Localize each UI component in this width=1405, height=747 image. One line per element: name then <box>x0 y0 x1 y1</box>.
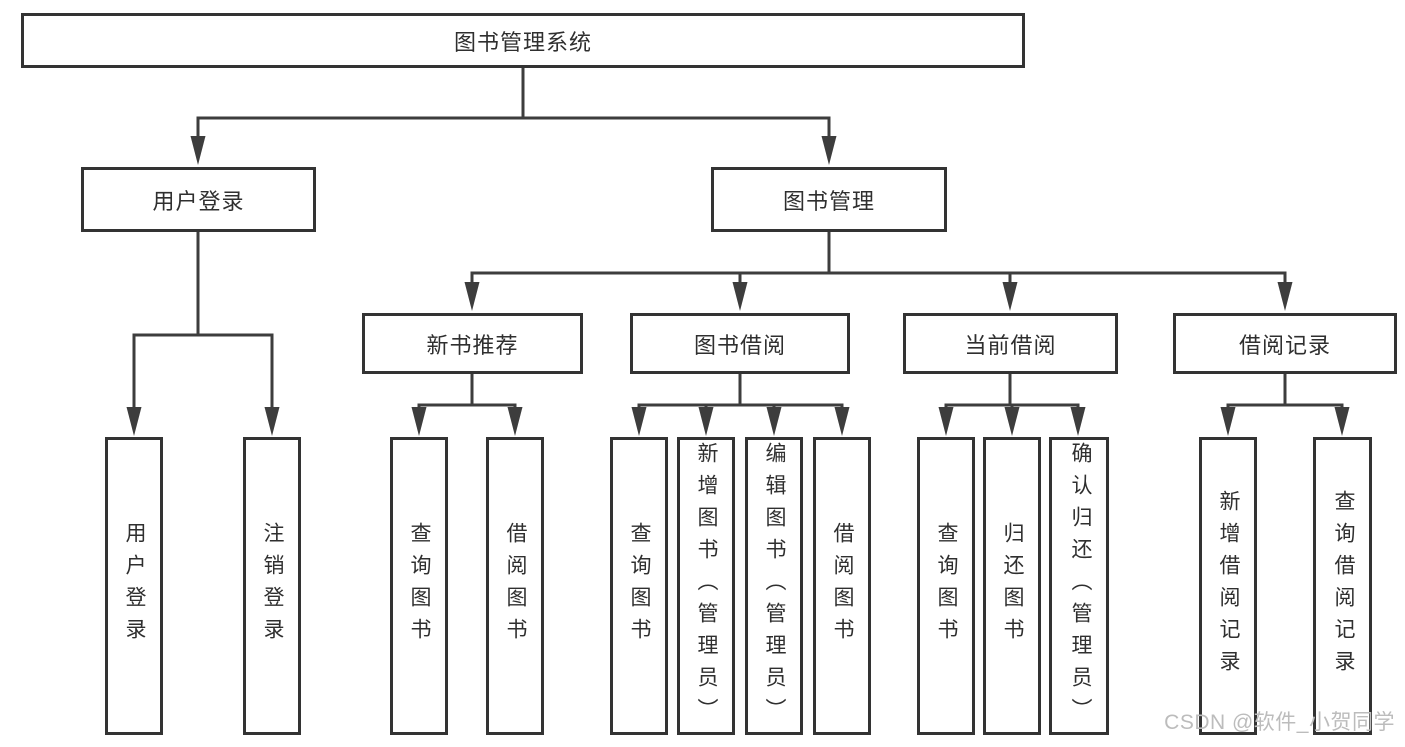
book-management-branch-line <box>470 232 1287 283</box>
arrowhead-icon <box>698 407 714 436</box>
leaf-query-book: 查询图书 <box>917 437 975 735</box>
leaf-edit-book-admin: 编辑图书（管理员） <box>745 437 803 735</box>
leaf-add-book-admin: 新增图书（管理员） <box>677 437 735 735</box>
arrowhead-icon <box>766 407 782 436</box>
node-borrow-records: 借阅记录 <box>1173 313 1397 374</box>
arrowhead-icon <box>264 407 280 436</box>
leaf-borrow-book: 借阅图书 <box>486 437 544 735</box>
arrowhead-icon <box>834 407 850 436</box>
root-branch-line <box>196 68 831 137</box>
current-borrow-branch-line <box>944 374 1080 408</box>
leaf-user-login: 用户登录 <box>105 437 163 735</box>
node-new-book-recommend: 新书推荐 <box>362 313 583 374</box>
leaf-return-book: 归还图书 <box>983 437 1041 735</box>
arrowhead-icon <box>411 407 427 436</box>
connector-lines <box>132 68 1344 408</box>
node-book-borrow: 图书借阅 <box>630 313 850 374</box>
leaf-query-book: 查询图书 <box>390 437 448 735</box>
node-current-borrow: 当前借阅 <box>903 313 1118 374</box>
arrowhead-icon <box>732 282 748 311</box>
arrowhead-icon <box>1277 282 1293 311</box>
leaf-add-borrow-record: 新增借阅记录 <box>1199 437 1257 735</box>
arrowhead-icon <box>464 282 480 311</box>
user-login-branch-line <box>132 232 274 408</box>
arrowhead-icon <box>631 407 647 436</box>
leaf-borrow-book: 借阅图书 <box>813 437 871 735</box>
arrowhead-icon <box>938 407 954 436</box>
arrowhead-icon <box>821 136 837 165</box>
leaf-query-book: 查询图书 <box>610 437 668 735</box>
book-borrow-branch-line <box>637 374 844 408</box>
watermark: CSDN @软件_小贺同学 <box>1164 711 1395 734</box>
arrowhead-icon <box>1220 407 1236 436</box>
node-book-management: 图书管理 <box>711 167 947 232</box>
node-user-login: 用户登录 <box>81 167 316 232</box>
leaf-query-borrow-record: 查询借阅记录 <box>1313 437 1372 735</box>
leaf-confirm-return-admin: 确认归还（管理员） <box>1049 437 1109 735</box>
arrowhead-icon <box>1334 407 1350 436</box>
arrowhead-icon <box>126 407 142 436</box>
node-library-management-system: 图书管理系统 <box>21 13 1025 68</box>
arrowhead-icon <box>1002 282 1018 311</box>
borrow-records-branch-line <box>1226 374 1344 408</box>
leaf-logout: 注销登录 <box>243 437 301 735</box>
arrowhead-icon <box>1070 407 1086 436</box>
arrowhead-icon <box>190 136 206 165</box>
arrowhead-icon <box>1004 407 1020 436</box>
arrowhead-icon <box>507 407 523 436</box>
arrowheads <box>126 136 1350 436</box>
new-book-branch-line <box>417 374 517 408</box>
